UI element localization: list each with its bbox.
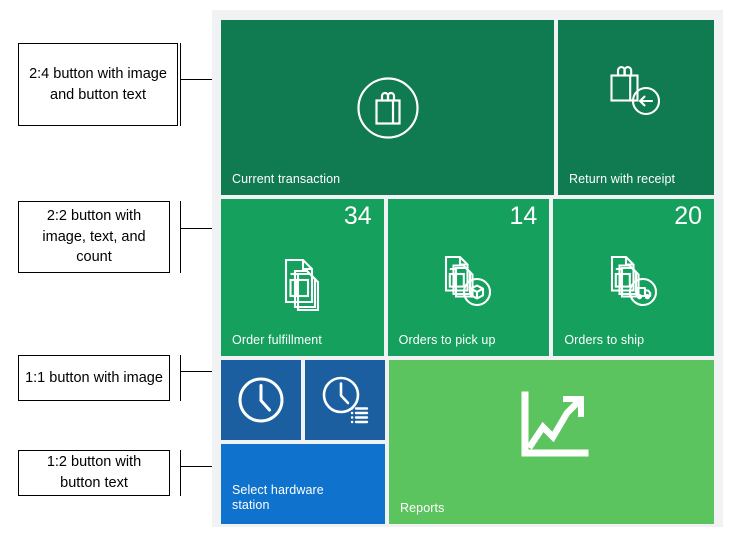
tile-select-hardware-station-label: Select hardware station xyxy=(232,482,324,513)
tile-board: Current transaction Return with receipt … xyxy=(212,10,723,527)
annotation-2-4-button: 2:4 button with image and button text xyxy=(18,43,178,126)
tile-left-stack: Select hardware station xyxy=(221,360,385,524)
tile-return-with-receipt-label: Return with receipt xyxy=(569,172,676,187)
clock-icon xyxy=(221,360,301,440)
tile-orders-to-ship-label: Orders to ship xyxy=(564,333,645,348)
annotation-2-4-label: 2:4 button with image and button text xyxy=(29,65,167,103)
tile-row-1: Current transaction Return with receipt xyxy=(221,20,714,195)
annotation-2-4-leader-vertical xyxy=(180,43,181,126)
tile-time-clock[interactable] xyxy=(305,360,385,440)
tile-orders-to-pick-up-label: Orders to pick up xyxy=(398,333,496,348)
shopping-bag-circle-icon xyxy=(221,20,554,195)
annotation-1-1-leader-horizontal xyxy=(180,371,233,372)
chart-trend-up-icon xyxy=(389,360,714,494)
annotation-2-2-leader-vertical xyxy=(180,201,181,273)
tile-orders-to-pick-up[interactable]: 14 Orders to pick up xyxy=(387,199,550,356)
tile-orders-to-ship[interactable]: 20 Orders to ship xyxy=(553,199,714,356)
tile-select-hardware-station[interactable]: Select hardware station xyxy=(221,444,385,524)
tile-orders-to-pick-up-count: 14 xyxy=(509,202,538,230)
tile-show-journal[interactable] xyxy=(221,360,301,440)
annotation-1-1-button: 1:1 button with image xyxy=(18,355,170,401)
annotation-2-2-label: 2:2 button with image, text, and count xyxy=(42,208,146,266)
tile-return-with-receipt[interactable]: Return with receipt xyxy=(558,20,714,195)
tile-order-fulfillment[interactable]: 34 Order fulfillment xyxy=(221,199,384,356)
annotation-1-2-button: 1:2 button with button text xyxy=(18,450,170,496)
tile-order-fulfillment-label: Order fulfillment xyxy=(232,333,322,348)
annotation-1-1-leader-vertical xyxy=(180,355,181,401)
tile-row-3-4: Select hardware station Reports xyxy=(221,360,714,524)
tile-orders-to-ship-count: 20 xyxy=(674,202,702,230)
shopping-bag-back-arrow-icon xyxy=(558,20,714,161)
annotation-1-1-label: 1:1 button with image xyxy=(25,369,163,386)
tile-row-small-buttons xyxy=(221,360,385,440)
tile-current-transaction-label: Current transaction xyxy=(232,172,341,187)
tile-reports[interactable]: Reports xyxy=(389,360,714,524)
annotation-2-2-leader-horizontal xyxy=(180,228,233,229)
tile-row-2: 34 Order fulfillment 14 xyxy=(221,199,714,356)
annotation-1-2-label: 1:2 button with button text xyxy=(46,454,142,491)
annotation-2-2-button: 2:2 button with image, text, and count xyxy=(18,201,170,273)
tile-order-fulfillment-count: 34 xyxy=(343,202,372,230)
annotation-2-4-leader-horizontal xyxy=(180,79,233,80)
tile-reports-label: Reports xyxy=(400,501,445,516)
annotation-1-2-leader-horizontal xyxy=(180,466,233,467)
clock-list-icon xyxy=(305,360,385,440)
tile-current-transaction[interactable]: Current transaction xyxy=(221,20,554,195)
annotation-1-2-leader-vertical xyxy=(180,450,181,496)
